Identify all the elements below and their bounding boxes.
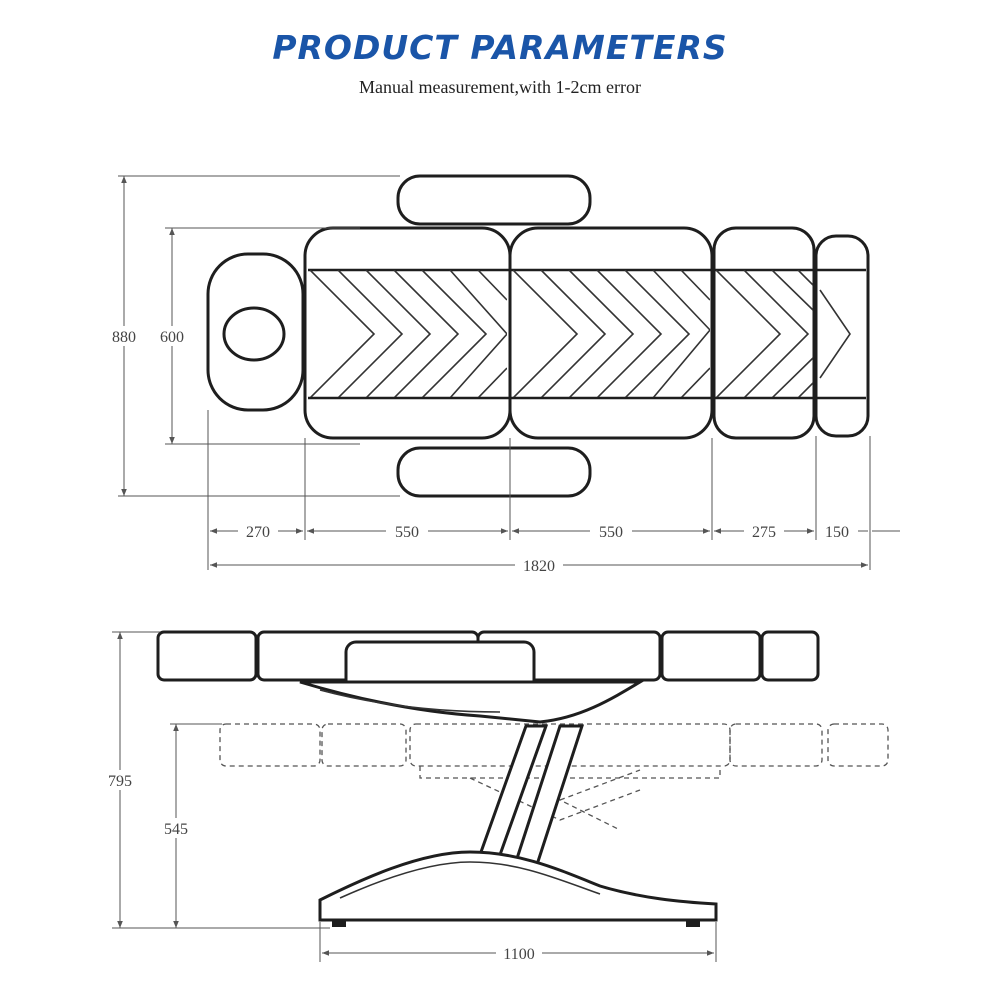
dim-leg-length: 275 [752, 524, 776, 541]
chevron-pattern-leg [716, 270, 813, 397]
side-view-dimension-labels: 795 545 1100 [102, 770, 542, 963]
side-leg-section [660, 630, 762, 682]
side-view [112, 630, 889, 962]
side-foot-section [760, 630, 820, 682]
page-subtitle: Manual measurement,with 1-2cm error [359, 77, 641, 97]
foot-right [686, 920, 700, 927]
top-view [118, 174, 900, 570]
base [318, 850, 718, 922]
lowered-position-outline [219, 723, 889, 831]
seat-section [508, 226, 714, 440]
face-hole [222, 306, 286, 362]
chevron-pattern-back [310, 270, 507, 397]
top-view-dimension-labels: 880 600 270 550 550 275 150 1820 [104, 326, 858, 575]
dim-total-length: 1820 [523, 558, 555, 575]
armrest-bottom [396, 446, 592, 498]
base-detail [339, 861, 601, 899]
side-head-section [156, 630, 258, 682]
dim-height-inner: 600 [160, 329, 184, 346]
chevron-pattern-seat [513, 270, 710, 397]
dim-back-length: 550 [395, 524, 419, 541]
leg-section [712, 226, 816, 440]
chevron-foot [819, 289, 851, 379]
frame-detail [319, 689, 501, 713]
dim-seat-length: 550 [599, 524, 623, 541]
dim-min-height: 545 [164, 821, 188, 838]
dim-head-length: 270 [246, 524, 270, 541]
frame-support [299, 680, 646, 724]
dim-max-height: 795 [108, 773, 132, 790]
back-section [303, 226, 512, 440]
dim-height-total: 880 [112, 329, 136, 346]
foot-left [332, 920, 346, 927]
foot-section [814, 234, 870, 438]
page-title: PRODUCT PARAMETERS [272, 28, 728, 67]
armrest-top [396, 174, 592, 226]
dim-foot-length: 150 [825, 524, 849, 541]
dim-base-length: 1100 [503, 946, 534, 963]
